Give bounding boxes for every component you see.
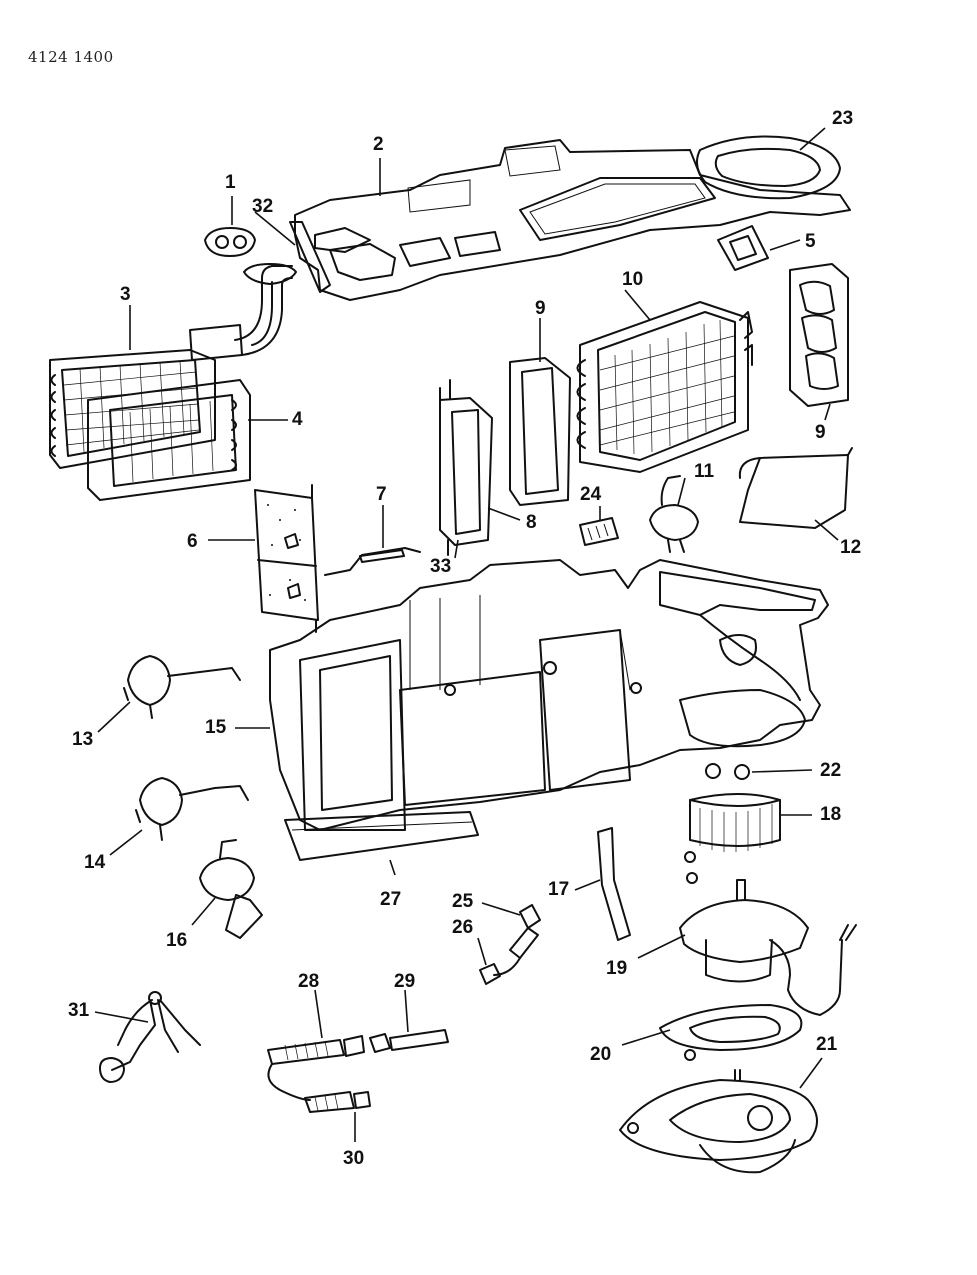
part-vacuum-actuator-14 [135,777,249,841]
part-main-housing [269,559,829,831]
callout-9-center: 9 [535,298,546,319]
part-lower-seal [284,811,479,861]
callout-1: 1 [225,172,236,193]
part-blower-housing-bottom [619,1069,818,1174]
callout-8: 8 [526,512,537,533]
part-evaporator-core [576,301,753,473]
part-heater-core-seal [87,379,251,501]
callout-6: 6 [187,531,198,552]
callout-28: 28 [298,971,319,992]
document-id: 4124 1400 [28,48,114,66]
part-upper-housing-cover [294,139,851,301]
part-vacuum-actuator-11 [649,475,699,553]
callout-25: 25 [452,891,474,912]
part-filter-door [738,447,853,529]
callout-24: 24 [580,484,602,505]
part-blower-wheel [684,763,781,884]
callout-14: 14 [84,852,106,873]
callout-15: 15 [205,717,227,738]
part-connector [579,517,619,546]
part-vacuum-actuator-13 [123,655,241,719]
callout-17: 17 [548,879,569,900]
part-foam-frame-center [509,357,571,506]
part-small-seal [717,225,769,271]
callout-31: 31 [68,1000,90,1021]
part-sensor [479,904,541,985]
callout-9-right: 9 [815,422,826,443]
callout-numbers: 1 2 3 4 5 6 7 8 9 9 10 11 12 13 14 15 16… [68,108,861,1169]
part-blower-motor [679,879,857,1016]
callout-11: 11 [694,461,715,482]
callout-2: 2 [373,134,384,155]
callout-29: 29 [394,971,415,992]
part-foam-seal-right [789,263,849,407]
callout-23: 23 [832,108,853,129]
part-gasket [289,221,331,293]
callout-3: 3 [120,284,131,305]
part-vacuum-motor [199,839,263,939]
callout-27: 27 [380,889,401,910]
part-blend-door [254,484,319,633]
callout-22: 22 [820,760,841,781]
part-link-rod [324,547,421,576]
callout-32: 32 [252,196,273,217]
callout-5: 5 [805,231,816,252]
callout-13: 13 [72,729,93,750]
callout-19: 19 [606,958,627,979]
callout-30: 30 [343,1148,364,1169]
callout-20: 20 [590,1044,611,1065]
callout-12: 12 [840,537,861,558]
callout-4: 4 [292,409,303,430]
part-heater-core [49,263,297,469]
part-bracket [597,827,631,941]
part-door-seal [439,379,493,556]
callout-33: 33 [430,556,451,577]
callout-18: 18 [820,804,841,825]
leader-lines [94,127,839,1142]
callout-7: 7 [376,484,387,505]
part-motor-gasket [659,1004,803,1061]
callout-16: 16 [166,930,187,951]
part-wiring-harness [99,991,201,1083]
part-foam-seal [695,135,841,200]
part-grommet [204,227,256,257]
part-wiring-connectors [267,1029,449,1113]
callout-10: 10 [622,269,643,290]
callout-26: 26 [452,917,473,938]
callout-21: 21 [816,1034,838,1055]
